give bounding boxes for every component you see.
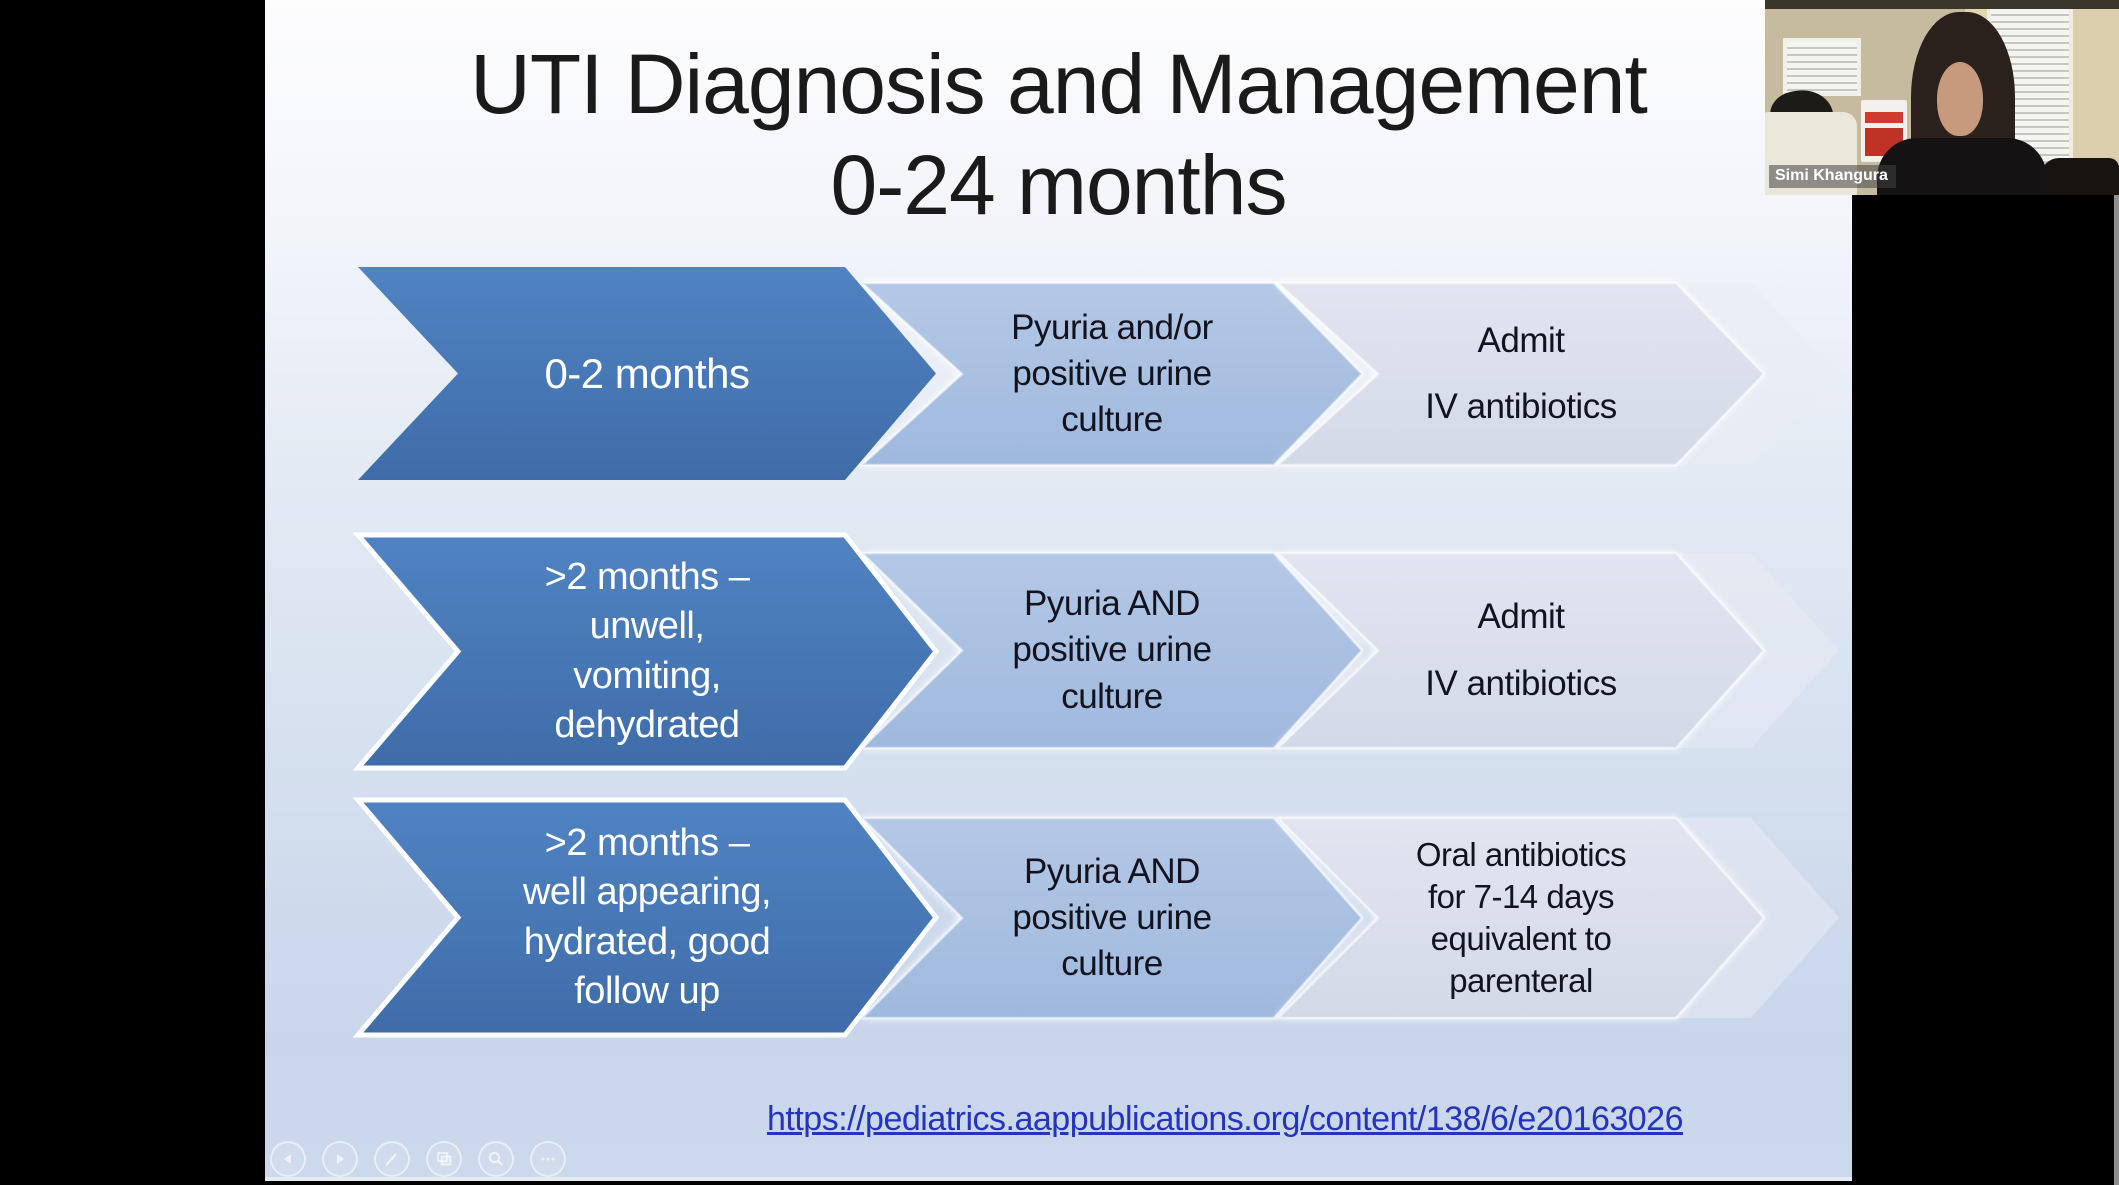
- action-chevron: [1274, 551, 1766, 750]
- previous-slide-button[interactable]: [270, 1141, 306, 1177]
- age-label: >2 months – unwell, vomiting, dehydrated: [544, 555, 750, 746]
- bottom-edge-strip: [265, 1181, 965, 1185]
- criteria-label: Pyuria AND positive urine culture: [1012, 584, 1212, 716]
- more-options-button[interactable]: [530, 1141, 566, 1177]
- zoom-magnifier-icon: [488, 1151, 503, 1166]
- red-bin: [1865, 112, 1903, 123]
- show-all-slides-icon: [437, 1152, 452, 1166]
- bottom-edge-highlight: [265, 1177, 1852, 1181]
- right-letterbox: [1852, 195, 2119, 1185]
- slide-title-line-2: 0-24 months: [830, 137, 1288, 232]
- age-chevron: [352, 797, 940, 1038]
- storage-shelf: [1861, 100, 1907, 162]
- action-chevron: [1274, 816, 1766, 1020]
- criteria-chevron: [858, 281, 1364, 467]
- age-chevron: [352, 532, 940, 771]
- reference-link[interactable]: https://pediatrics.aappublications.org/c…: [766, 1100, 1684, 1138]
- annotate-pen-button[interactable]: [374, 1141, 410, 1177]
- action-label: Admit IV antibiotics: [1425, 320, 1617, 427]
- action-label: Admit IV antibiotics: [1425, 597, 1617, 703]
- criteria-label: Pyuria and/or positive urine culture: [1011, 307, 1213, 440]
- left-letterbox: [0, 0, 265, 1185]
- presenter-body: [1877, 138, 2047, 195]
- criteria-chevron: [858, 816, 1364, 1020]
- criteria-chevron: [858, 551, 1364, 750]
- right-edge-strip: [2114, 195, 2119, 1185]
- process-row-1: [358, 267, 1839, 480]
- slide-title: UTI Diagnosis and Management 0-24 months: [265, 34, 1852, 236]
- presenter-toolbar: [270, 1141, 566, 1177]
- reference-line: https://pediatrics.aappublications.org/c…: [660, 1100, 1790, 1139]
- action-label: Oral antibiotics for 7-14 days equivalen…: [1415, 835, 1627, 1000]
- criteria-label: Pyuria AND positive urine culture: [1012, 851, 1212, 984]
- presenter-face: [1937, 62, 1983, 136]
- more-options-ellipsis-icon: [541, 1157, 555, 1161]
- slide-title-line-1: UTI Diagnosis and Management: [470, 37, 1648, 131]
- participant-name-label: Simi Khangura: [1769, 165, 1896, 188]
- ceiling-edge: [1765, 0, 2119, 9]
- show-all-slides-button[interactable]: [426, 1141, 462, 1177]
- window-blinds: [1783, 38, 1861, 96]
- age-label: >2 months – well appearing, hydrated, go…: [522, 821, 772, 1012]
- pen-annotate-icon: [385, 1153, 397, 1166]
- webcam-overlay: Simi Khangura: [1765, 0, 2119, 195]
- action-chevron: [1274, 281, 1766, 467]
- next-slide-button[interactable]: [322, 1141, 358, 1177]
- previous-slide-arrow-icon: [284, 1154, 291, 1164]
- age-label: 0-2 months: [544, 349, 750, 397]
- zoom-slide-button[interactable]: [478, 1141, 514, 1177]
- chair: [2041, 158, 2119, 195]
- process-row-2: [352, 532, 1839, 771]
- process-row-3: [352, 797, 1839, 1038]
- age-chevron: [358, 267, 936, 480]
- next-slide-arrow-icon: [337, 1154, 344, 1164]
